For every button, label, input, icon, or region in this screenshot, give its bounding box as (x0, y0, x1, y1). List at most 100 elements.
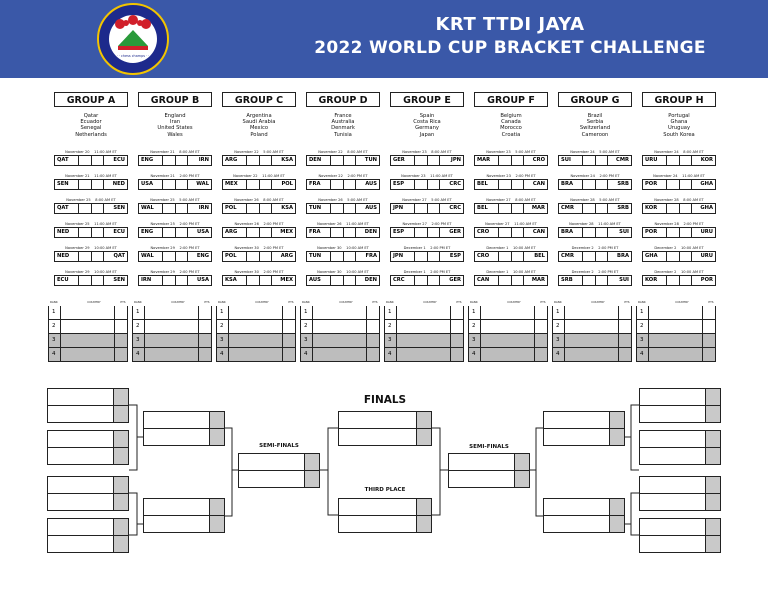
away-score-box[interactable] (678, 228, 692, 237)
team-input[interactable] (144, 429, 209, 445)
points-input[interactable] (366, 320, 379, 333)
score-input[interactable] (113, 536, 128, 552)
home-score-box[interactable] (498, 228, 511, 237)
country-input[interactable] (144, 348, 198, 361)
home-score-box[interactable] (414, 156, 427, 165)
home-score-box[interactable] (666, 156, 679, 165)
score-input[interactable] (304, 471, 319, 487)
points-input[interactable] (366, 348, 379, 361)
away-score-box[interactable] (678, 276, 692, 285)
away-score-box[interactable] (174, 204, 188, 213)
points-input[interactable] (534, 320, 547, 333)
home-score-box[interactable] (582, 276, 595, 285)
score-input[interactable] (609, 429, 624, 445)
country-input[interactable] (144, 334, 198, 347)
home-score-box[interactable] (162, 276, 175, 285)
score-input[interactable] (416, 429, 431, 445)
country-input[interactable] (228, 320, 282, 333)
points-input[interactable] (282, 306, 295, 319)
home-score-box[interactable] (330, 252, 343, 261)
away-score-box[interactable] (510, 276, 524, 285)
score-input[interactable] (705, 494, 720, 510)
score-input[interactable] (705, 448, 720, 464)
away-score-box[interactable] (510, 228, 524, 237)
away-score-box[interactable] (510, 252, 524, 261)
home-score-box[interactable] (498, 276, 511, 285)
country-input[interactable] (228, 306, 282, 319)
away-score-box[interactable] (90, 180, 104, 189)
away-score-box[interactable] (678, 180, 692, 189)
away-score-box[interactable] (594, 252, 608, 261)
home-score-box[interactable] (246, 252, 259, 261)
away-score-box[interactable] (90, 204, 104, 213)
score-input[interactable] (209, 429, 224, 445)
home-score-box[interactable] (330, 204, 343, 213)
home-score-box[interactable] (246, 276, 259, 285)
away-score-box[interactable] (342, 252, 356, 261)
home-score-box[interactable] (162, 228, 175, 237)
points-input[interactable] (618, 348, 631, 361)
score-input[interactable] (705, 431, 720, 447)
country-input[interactable] (480, 348, 534, 361)
score-input[interactable] (304, 454, 319, 470)
team-input[interactable] (640, 406, 705, 422)
home-score-box[interactable] (330, 156, 343, 165)
home-score-box[interactable] (330, 228, 343, 237)
home-score-box[interactable] (162, 204, 175, 213)
score-input[interactable] (113, 477, 128, 493)
points-input[interactable] (114, 348, 127, 361)
team-input[interactable] (339, 516, 416, 532)
home-score-box[interactable] (246, 180, 259, 189)
home-score-box[interactable] (78, 252, 91, 261)
points-input[interactable] (618, 306, 631, 319)
team-input[interactable] (640, 519, 705, 535)
score-input[interactable] (113, 406, 128, 422)
away-score-box[interactable] (594, 204, 608, 213)
team-input[interactable] (239, 454, 304, 470)
country-input[interactable] (480, 320, 534, 333)
home-score-box[interactable] (414, 180, 427, 189)
country-input[interactable] (396, 348, 450, 361)
points-input[interactable] (450, 334, 463, 347)
points-input[interactable] (198, 320, 211, 333)
score-input[interactable] (416, 412, 431, 428)
home-score-box[interactable] (162, 180, 175, 189)
points-input[interactable] (114, 320, 127, 333)
points-input[interactable] (198, 334, 211, 347)
country-input[interactable] (648, 348, 702, 361)
home-score-box[interactable] (666, 276, 679, 285)
team-input[interactable] (48, 519, 113, 535)
team-input[interactable] (48, 536, 113, 552)
score-input[interactable] (113, 431, 128, 447)
home-score-box[interactable] (666, 228, 679, 237)
points-input[interactable] (702, 348, 715, 361)
home-score-box[interactable] (414, 228, 427, 237)
home-score-box[interactable] (498, 252, 511, 261)
home-score-box[interactable] (330, 180, 343, 189)
points-input[interactable] (534, 334, 547, 347)
team-input[interactable] (144, 499, 209, 515)
country-input[interactable] (396, 320, 450, 333)
country-input[interactable] (60, 306, 114, 319)
country-input[interactable] (228, 334, 282, 347)
away-score-box[interactable] (258, 276, 272, 285)
team-input[interactable] (339, 499, 416, 515)
away-score-box[interactable] (90, 228, 104, 237)
team-input[interactable] (640, 431, 705, 447)
score-input[interactable] (514, 471, 529, 487)
points-input[interactable] (534, 348, 547, 361)
team-input[interactable] (48, 389, 113, 405)
country-input[interactable] (564, 348, 618, 361)
country-input[interactable] (144, 306, 198, 319)
score-input[interactable] (514, 454, 529, 470)
country-input[interactable] (396, 334, 450, 347)
team-input[interactable] (640, 477, 705, 493)
score-input[interactable] (705, 519, 720, 535)
away-score-box[interactable] (174, 252, 188, 261)
home-score-box[interactable] (414, 252, 427, 261)
country-input[interactable] (312, 334, 366, 347)
home-score-box[interactable] (246, 204, 259, 213)
away-score-box[interactable] (258, 228, 272, 237)
team-input[interactable] (449, 471, 514, 487)
score-input[interactable] (705, 477, 720, 493)
